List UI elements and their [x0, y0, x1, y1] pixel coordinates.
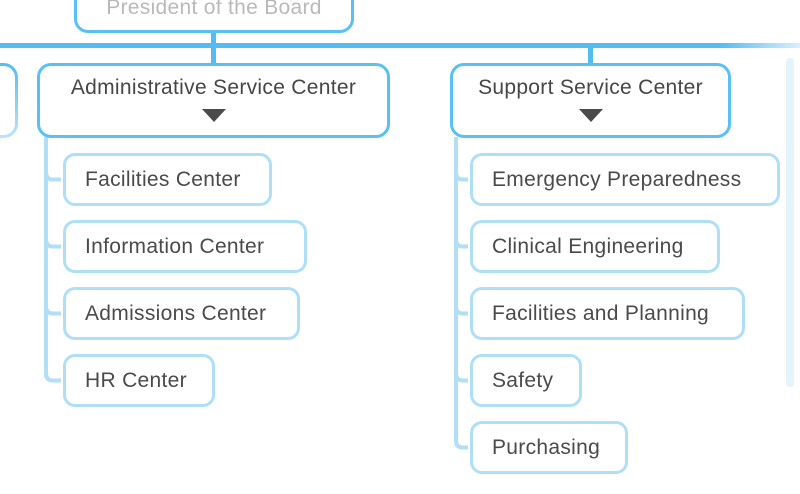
connector-administrative-children: [44, 137, 61, 383]
node-information-center[interactable]: Information Center: [63, 220, 307, 273]
node-president-of-the-board[interactable]: President of the Board: [74, 0, 354, 33]
partial-node-left[interactable]: [0, 63, 18, 138]
node-label: Facilities Center: [85, 167, 241, 191]
node-label: Safety: [492, 368, 554, 392]
node-label: Emergency Preparedness: [492, 167, 742, 191]
node-clinical-engineering[interactable]: Clinical Engineering: [470, 220, 720, 273]
node-label: Purchasing: [492, 435, 601, 459]
node-label: Admissions Center: [85, 301, 267, 325]
node-emergency-preparedness[interactable]: Emergency Preparedness: [470, 153, 780, 206]
node-admissions-center[interactable]: Admissions Center: [63, 287, 300, 340]
node-support-service-center[interactable]: Support Service Center: [450, 63, 731, 138]
node-label: Facilities and Planning: [492, 301, 710, 325]
node-safety[interactable]: Safety: [470, 354, 582, 407]
node-facilities-center[interactable]: Facilities Center: [63, 153, 272, 206]
node-label: President of the Board: [106, 0, 322, 19]
node-administrative-service-center[interactable]: Administrative Service Center: [37, 63, 390, 138]
node-purchasing[interactable]: Purchasing: [470, 421, 628, 474]
vertical-scrollbar-thumb[interactable]: [786, 58, 794, 387]
node-label: Administrative Service Center: [70, 76, 357, 99]
node-label: Support Service Center: [478, 76, 703, 99]
connector-support-children: [454, 137, 468, 450]
node-hr-center[interactable]: HR Center: [63, 354, 215, 407]
node-label: HR Center: [85, 368, 187, 392]
node-facilities-and-planning[interactable]: Facilities and Planning: [470, 287, 745, 340]
collapse-arrow-icon[interactable]: [578, 109, 603, 122]
node-label: Information Center: [85, 234, 265, 258]
node-label: Clinical Engineering: [492, 234, 684, 258]
collapse-arrow-icon[interactable]: [201, 109, 226, 122]
